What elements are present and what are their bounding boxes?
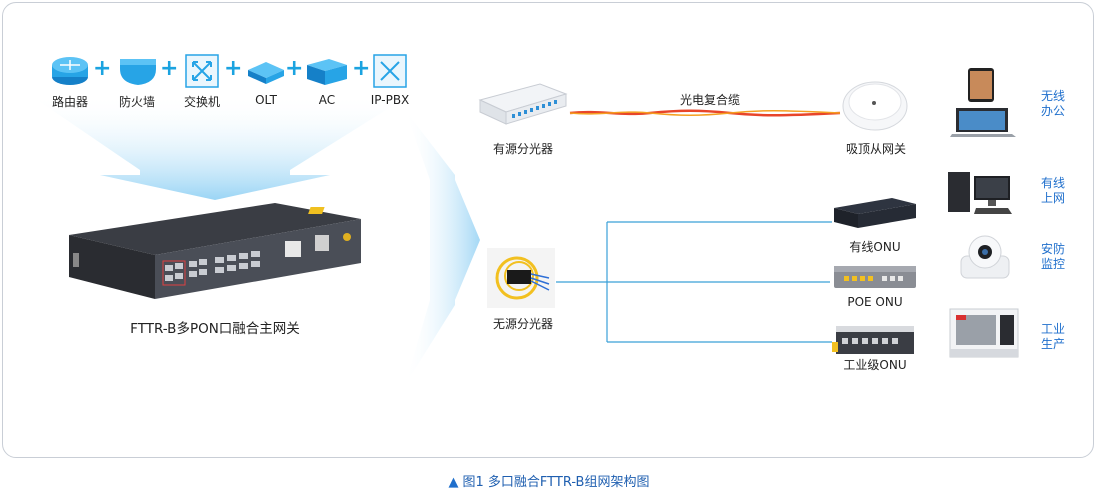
wired-onu-label: 有线ONU <box>849 240 901 254</box>
scenario-wireless-office: 无线办公 <box>1040 89 1065 118</box>
poe-onu-label: POE ONU <box>847 295 903 309</box>
passive-splitter-device <box>487 248 555 308</box>
down-arrow <box>30 95 410 200</box>
scenario-security-monitoring: 安防监控 <box>1040 242 1065 271</box>
caption-triangle-icon: ▲ <box>448 475 459 490</box>
pbx-icon <box>373 54 407 88</box>
mobile-laptop-icon <box>950 68 1016 137</box>
plus-icon: + <box>352 56 371 81</box>
gateway-device <box>69 203 361 299</box>
caption-text: 图1 多口融合FTTR-B组网架构图 <box>462 475 650 490</box>
ac-label: AC <box>318 93 336 107</box>
poe-onu-device <box>834 266 916 288</box>
industrial-onu-label: 工业级ONU <box>843 358 907 372</box>
active-splitter-device <box>478 83 568 125</box>
industrial-machine-icon <box>949 308 1019 358</box>
plus-icon: + <box>285 56 304 81</box>
switch-label: 交换机 <box>183 95 220 109</box>
firewall-icon <box>120 59 156 85</box>
wired-onu-device <box>834 198 916 228</box>
industrial-onu-device <box>832 326 914 354</box>
passive-splitter-label: 无源分光器 <box>492 317 553 331</box>
pbx-label: IP-PBX <box>370 93 410 107</box>
scenario-wired-internet: 有线上网 <box>1040 176 1065 205</box>
scenario-industrial-production: 工业生产 <box>1040 322 1065 351</box>
gateway-label: FTTR-B多PON口融合主网关 <box>130 321 300 337</box>
plus-icon: + <box>93 56 112 81</box>
plus-icon: + <box>160 56 179 81</box>
plus-icon: + <box>224 56 243 81</box>
desktop-pc-icon <box>948 172 1012 214</box>
firewall-label: 防火墙 <box>118 95 155 109</box>
background-arrows <box>30 95 841 385</box>
right-arrow <box>405 110 480 385</box>
olt-icon <box>248 62 284 84</box>
security-camera-icon <box>960 235 1010 279</box>
router-icon <box>52 57 88 85</box>
ceiling-ap-label: 吸顶从网关 <box>845 142 906 156</box>
ac-icon <box>307 59 347 85</box>
ceiling-ap-device <box>842 81 908 131</box>
olt-label: OLT <box>255 93 277 107</box>
cable-label: 光电复合缆 <box>679 93 740 107</box>
figure-caption: ▲图1 多口融合FTTR-B组网架构图 <box>0 471 1098 490</box>
switch-icon <box>185 54 219 88</box>
active-splitter-label: 有源分光器 <box>492 142 553 156</box>
router-label: 路由器 <box>51 95 88 109</box>
